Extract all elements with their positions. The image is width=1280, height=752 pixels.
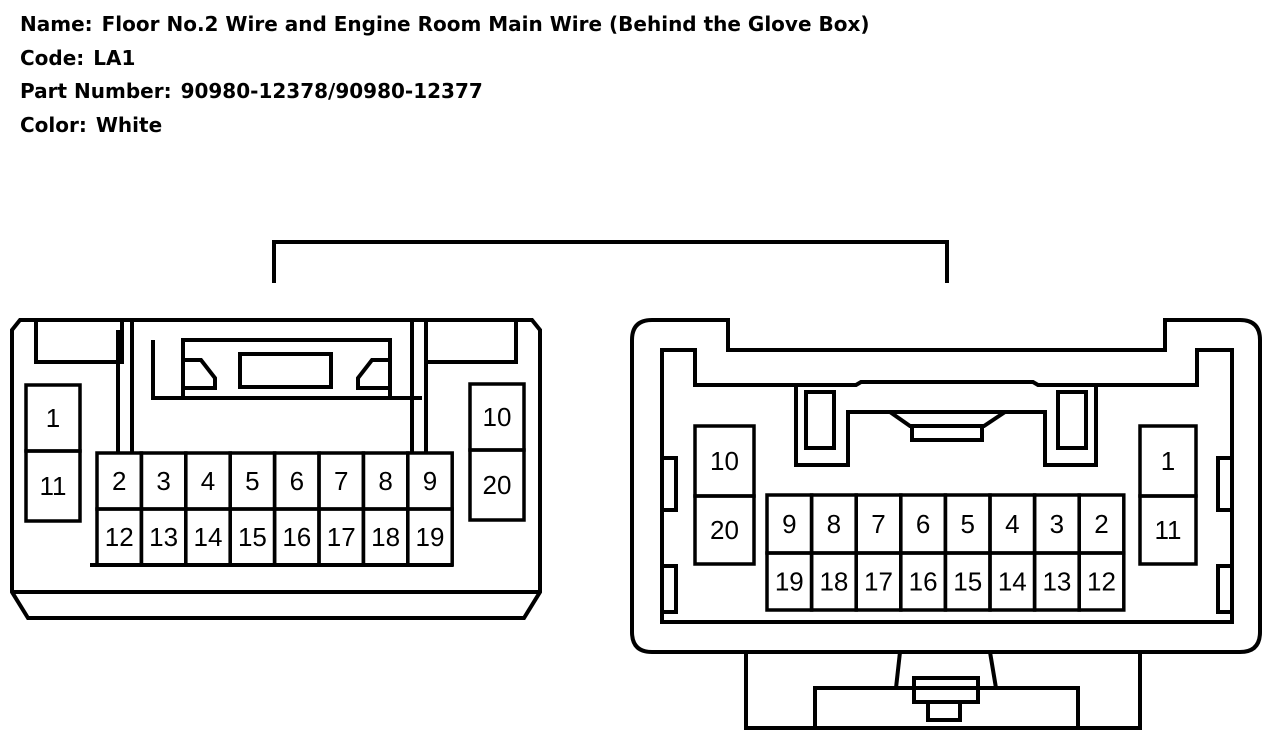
- pin-cell: [468, 448, 526, 522]
- color-label: Color:: [20, 112, 87, 137]
- code-label: Code:: [20, 45, 85, 70]
- pin-label: 19: [775, 567, 804, 597]
- pin-label: 2: [1094, 509, 1108, 539]
- pin-label: 8: [827, 509, 841, 539]
- pin-label: 2: [112, 466, 126, 496]
- pin-label: 17: [864, 567, 893, 597]
- part-number-label: Part Number:: [20, 79, 172, 103]
- pin-label: 1: [1161, 446, 1175, 476]
- pin-label: 17: [327, 522, 356, 552]
- color-value: White: [95, 112, 163, 137]
- pin-label: 20: [710, 515, 739, 545]
- pin-label: 12: [105, 522, 134, 552]
- pin-label: 14: [194, 522, 223, 552]
- pin-label: 4: [201, 466, 215, 496]
- pin-label: 9: [782, 509, 796, 539]
- part-number-line: Part Number: 90980-12378/90980-12377: [20, 75, 870, 109]
- pin-cell: [24, 449, 82, 523]
- name-value: Floor No.2 Wire and Engine Room Main Wir…: [101, 12, 870, 36]
- pin-label: 13: [149, 522, 178, 552]
- pin-label: 19: [416, 522, 445, 552]
- pin-label: 6: [290, 466, 304, 496]
- pin-label: 7: [334, 466, 348, 496]
- pin-cell: [1138, 494, 1198, 566]
- pin-label: 11: [1155, 515, 1182, 545]
- mating-bracket: [272, 240, 949, 283]
- pin-label: 7: [871, 509, 885, 539]
- name-label: Name:: [20, 12, 93, 36]
- pin-label: 4: [1005, 509, 1019, 539]
- pin-label: 10: [483, 402, 512, 432]
- pin-label: 16: [909, 567, 938, 597]
- pin-label: 1: [46, 403, 60, 433]
- pin-label: 5: [960, 509, 974, 539]
- pin-label: 11: [40, 471, 67, 501]
- pin-label: 18: [819, 567, 848, 597]
- pin-label: 9: [423, 466, 437, 496]
- pin-label: 6: [916, 509, 930, 539]
- color-line: Color: White: [20, 109, 870, 143]
- pin-label: 3: [156, 466, 170, 496]
- pin-cell: [1077, 551, 1126, 612]
- pin-cell: [693, 494, 756, 566]
- pin-label: 10: [710, 446, 739, 476]
- pin-label: 18: [371, 522, 400, 552]
- pin-label: 15: [953, 567, 982, 597]
- pin-label: 3: [1050, 509, 1064, 539]
- right-connector-housing: [630, 318, 1262, 730]
- pin-label: 15: [238, 522, 267, 552]
- pin-label: 13: [1042, 567, 1071, 597]
- part-number-value: 90980-12378/90980-12377: [180, 79, 483, 103]
- pin-cell: [406, 507, 454, 567]
- connector-info: Name: Floor No.2 Wire and Engine Room Mai…: [20, 8, 870, 142]
- pin-label: 5: [245, 466, 259, 496]
- code-value: LA1: [93, 45, 136, 70]
- name-line: Name: Floor No.2 Wire and Engine Room Mai…: [20, 8, 870, 42]
- code-line: Code: LA1: [20, 42, 870, 76]
- pin-label: 8: [378, 466, 392, 496]
- pin-label: 16: [282, 522, 311, 552]
- pin-label: 14: [998, 567, 1027, 597]
- pin-label: 20: [483, 470, 512, 500]
- pin-label: 12: [1087, 567, 1116, 597]
